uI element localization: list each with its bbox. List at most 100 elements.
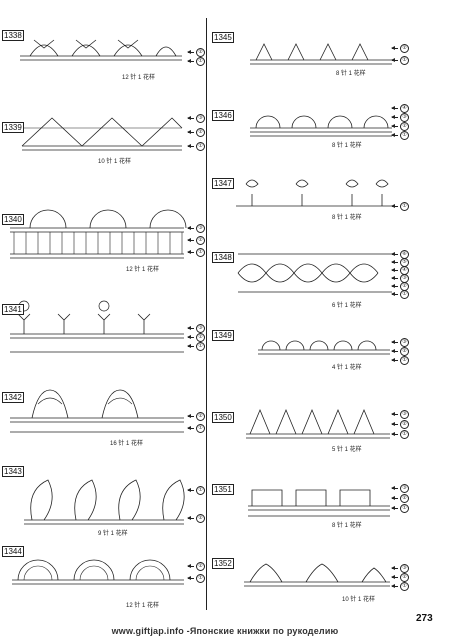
arrow-left-icon — [391, 422, 398, 426]
pattern-number: 1349 — [212, 330, 234, 341]
arrow-left-icon — [187, 250, 194, 254]
arrow-left-icon — [391, 432, 398, 436]
row-marker: ③ — [187, 114, 205, 123]
arrow-left-icon — [187, 576, 194, 580]
arrow-left-icon — [391, 496, 398, 500]
crochet-chart-1338 — [20, 39, 182, 61]
pattern-1344: 1344 12 针 1 花样 ② ① — [2, 546, 206, 612]
row-marker: ③ — [391, 484, 409, 493]
repeat-label: 10 针 1 花样 — [98, 159, 132, 165]
arrow-left-icon — [187, 50, 194, 54]
pattern-number: 1350 — [212, 412, 234, 423]
repeat-label: 8 针 1 花样 — [332, 523, 362, 529]
pattern-number: 1344 — [2, 546, 24, 557]
arrow-left-icon — [391, 58, 398, 62]
row-marker: ② — [391, 420, 409, 429]
arrow-left-icon — [391, 584, 398, 588]
row-marker: ② — [391, 44, 409, 53]
pattern-1347: 1347 8 针 1 花样 ① — [212, 172, 418, 232]
row-marker: ② — [187, 236, 205, 245]
arrow-left-icon — [391, 204, 398, 208]
repeat-label: 5 针 1 花样 — [332, 447, 362, 453]
arrow-left-icon — [187, 226, 194, 230]
arrow-left-icon — [391, 46, 398, 50]
arrow-left-icon — [391, 284, 398, 288]
arrow-left-icon — [391, 276, 398, 280]
crochet-chart-1342 — [10, 389, 184, 433]
footer-watermark: www.giftjap.info -Японские книжки по рук… — [111, 626, 339, 636]
arrow-left-icon — [391, 133, 398, 137]
crochet-chart-1351 — [248, 489, 390, 517]
row-marker: ④ — [391, 104, 409, 113]
repeat-label: 16 针 1 花样 — [110, 441, 144, 447]
crochet-chart-1344 — [12, 559, 184, 585]
arrow-left-icon — [187, 564, 194, 568]
arrow-left-icon — [187, 426, 194, 430]
arrow-left-icon — [391, 268, 398, 272]
arrow-left-icon — [391, 340, 398, 344]
repeat-label: 10 针 1 花样 — [342, 597, 376, 603]
pattern-number: 1338 — [2, 30, 24, 41]
row-marker: ② — [187, 412, 205, 421]
pattern-number: 1352 — [212, 558, 234, 569]
arrow-left-icon — [187, 335, 194, 339]
row-marker: ③ — [391, 113, 409, 122]
row-marker: ① — [391, 290, 409, 299]
repeat-label: 9 针 1 花样 — [98, 531, 128, 537]
crochet-chart-1349 — [258, 340, 390, 355]
crochet-chart-1348 — [237, 253, 392, 293]
repeat-label: 8 针 1 花样 — [336, 71, 366, 77]
row-marker: ② — [391, 347, 409, 356]
page-number: 273 — [416, 613, 433, 624]
arrow-left-icon — [391, 486, 398, 490]
row-marker: ② — [391, 122, 409, 131]
row-marker: ① — [391, 430, 409, 439]
row-marker: ① — [187, 424, 205, 433]
row-marker: ① — [391, 202, 409, 211]
row-marker: ② — [187, 514, 205, 523]
arrow-left-icon — [187, 144, 194, 148]
crochet-chart-1345 — [250, 43, 392, 65]
arrow-left-icon — [187, 414, 194, 418]
crochet-chart-1350 — [246, 408, 390, 439]
row-marker: ③ — [391, 410, 409, 419]
pattern-number: 1347 — [212, 178, 234, 189]
repeat-label: 12 针 1 花样 — [126, 603, 160, 609]
pattern-1339: 1339 10 针 1 花样 ③ ② ① — [2, 110, 206, 170]
arrow-left-icon — [391, 124, 398, 128]
arrow-left-icon — [391, 292, 398, 296]
arrow-left-icon — [187, 488, 194, 492]
column-divider — [206, 18, 207, 610]
row-marker: ③ — [187, 224, 205, 233]
repeat-label: 6 针 1 花样 — [332, 303, 362, 309]
arrow-left-icon — [391, 566, 398, 570]
repeat-label: 12 针 1 花样 — [122, 75, 156, 81]
arrow-left-icon — [391, 115, 398, 119]
row-marker: ② — [391, 494, 409, 503]
row-marker: ① — [187, 486, 205, 495]
crochet-chart-1346 — [250, 115, 392, 137]
pattern-1345: 1345 8 针 1 花样 ② ① — [212, 32, 418, 82]
arrow-left-icon — [187, 326, 194, 330]
pattern-1340: 1340 12 针 1 花样 ③ ② ① — [2, 198, 206, 274]
arrow-left-icon — [391, 260, 398, 264]
pattern-number: 1345 — [212, 32, 234, 43]
row-marker: ② — [187, 48, 205, 57]
pattern-1352: 1352 10 针 1 花样 ③ ② ① — [212, 552, 418, 610]
pattern-1343: 1343 9 针 1 花样 ① ② — [2, 466, 206, 537]
crochet-chart-1343 — [24, 479, 185, 525]
row-marker: ① — [391, 356, 409, 365]
row-marker: ② — [187, 128, 205, 137]
row-marker: ① — [187, 342, 205, 351]
pattern-1342: 1342 16 针 1 花样 ② ① — [2, 382, 206, 452]
row-marker: ① — [391, 504, 409, 513]
arrow-left-icon — [187, 116, 194, 120]
repeat-label: 12 针 1 花样 — [126, 267, 160, 273]
repeat-label: 8 针 1 花样 — [332, 143, 362, 149]
pattern-1346: 1346 8 针 1 花样 ④ ③ ② ① — [212, 100, 418, 160]
pattern-number: 1343 — [2, 466, 24, 477]
row-marker: ③ — [187, 324, 205, 333]
pattern-1348: 1348 6 针 1 花样 ⑥ ⑤ ④ ③ ② ① — [212, 244, 418, 309]
arrow-left-icon — [391, 358, 398, 362]
